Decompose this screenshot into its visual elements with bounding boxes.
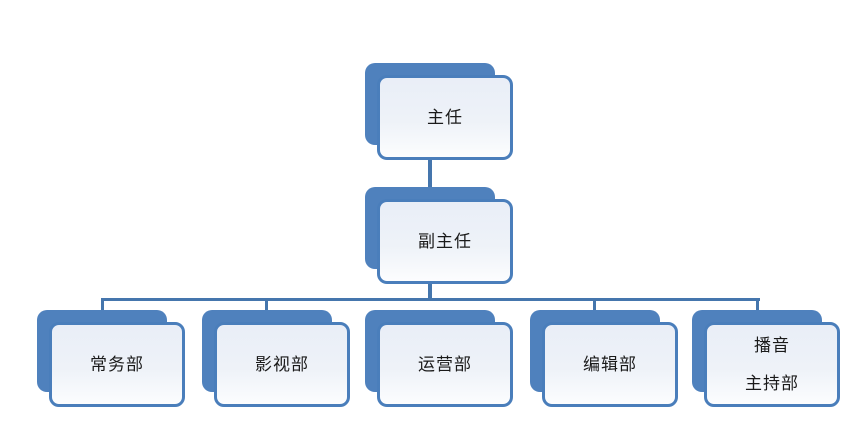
node-label-director: 主任 (427, 107, 463, 128)
connector-stub-dept-yingshi (265, 298, 268, 311)
connector-stub-dept-bianji (593, 298, 596, 311)
node-label-dept-changwu: 常务部 (90, 354, 144, 375)
org-node-director[interactable]: 主任 (365, 63, 513, 160)
node-box: 播音 主持部 (704, 322, 840, 407)
org-node-dept-yingshi[interactable]: 影视部 (202, 310, 350, 407)
node-label-dept-boyin-zhuchi: 播音 主持部 (745, 335, 799, 394)
connector-stub-dept-changwu (101, 298, 104, 311)
connector-horizontal-bus (102, 298, 760, 301)
connector-stub-dept-boyin (756, 298, 759, 311)
node-label-dept-yunying: 运营部 (418, 354, 472, 375)
connector-deputy-to-bus (428, 282, 432, 301)
node-label-dept-yingshi: 影视部 (255, 354, 309, 375)
node-label-dept-bianji: 编辑部 (583, 354, 637, 375)
node-box: 影视部 (214, 322, 350, 407)
node-box: 运营部 (377, 322, 513, 407)
org-node-deputy-director[interactable]: 副主任 (365, 187, 513, 284)
org-node-dept-yunying[interactable]: 运营部 (365, 310, 513, 407)
org-node-dept-changwu[interactable]: 常务部 (37, 310, 185, 407)
connector-director-to-deputy (428, 158, 432, 190)
org-node-dept-boyin-zhuchi[interactable]: 播音 主持部 (692, 310, 840, 407)
node-label-deputy-director: 副主任 (418, 231, 472, 252)
org-node-dept-bianji[interactable]: 编辑部 (530, 310, 678, 407)
node-box: 主任 (377, 75, 513, 160)
node-box: 编辑部 (542, 322, 678, 407)
node-box: 常务部 (49, 322, 185, 407)
node-box: 副主任 (377, 199, 513, 284)
